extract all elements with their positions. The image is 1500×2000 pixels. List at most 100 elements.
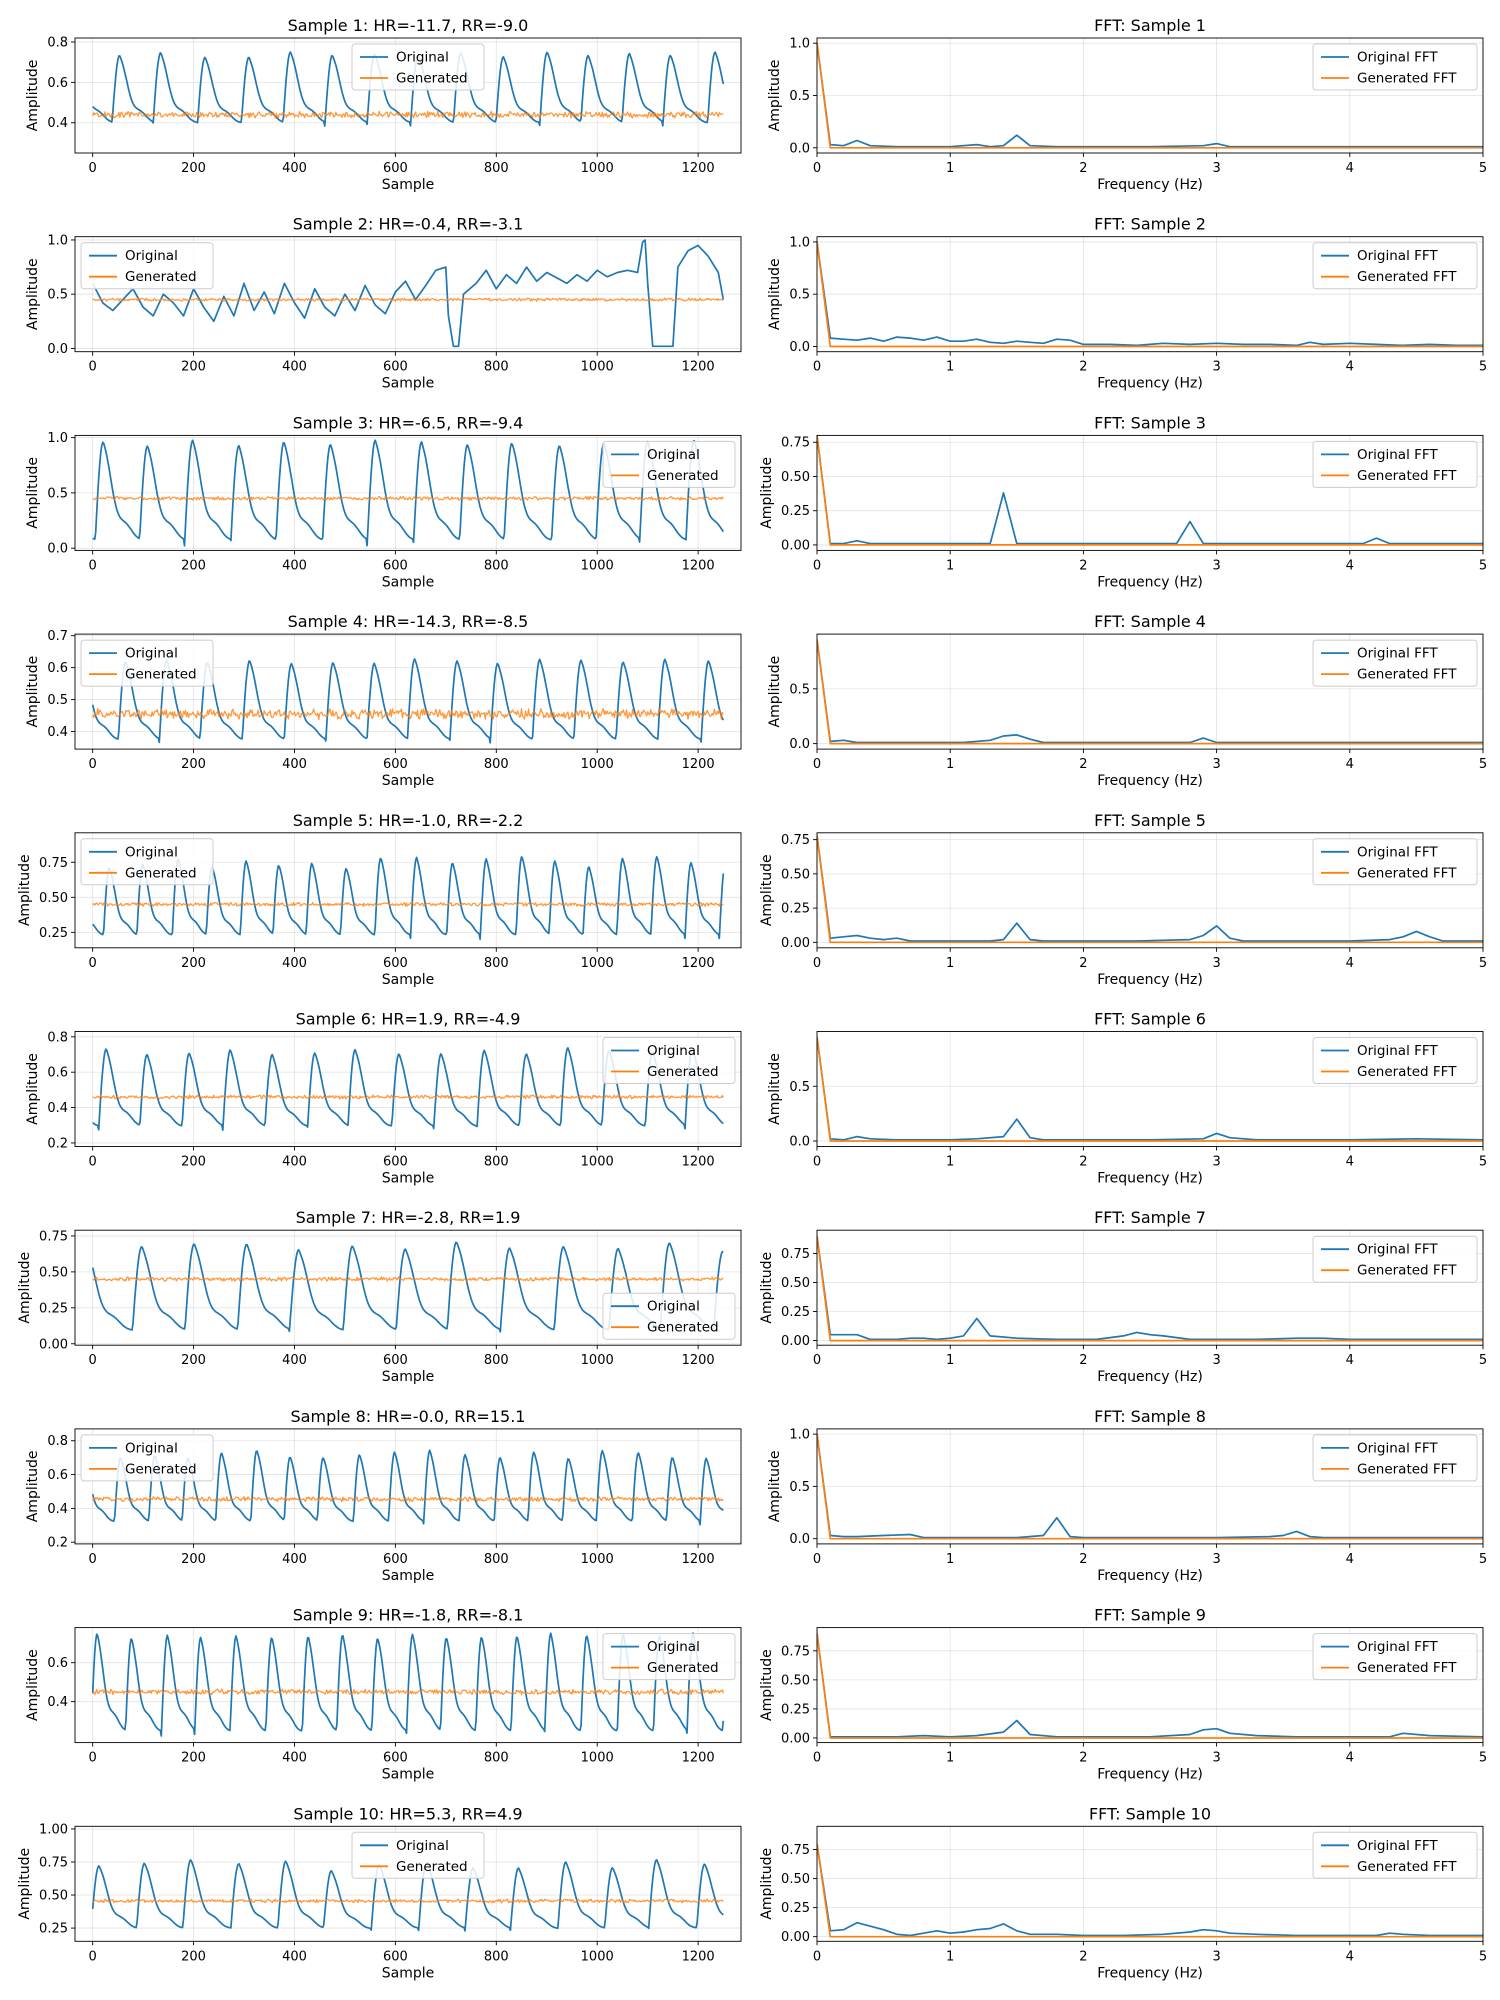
- x-tick-label: 3: [1212, 1751, 1220, 1766]
- legend-label: Original FFT: [1357, 1242, 1438, 1258]
- x-tick-label: 800: [484, 757, 509, 772]
- y-tick-label: 0.2: [47, 1536, 68, 1551]
- x-tick-label: 4: [1346, 558, 1354, 573]
- y-tick-label: 0.4: [47, 1695, 68, 1710]
- series-line-generated-fft: [817, 1036, 1483, 1142]
- subplot-title: Sample 4: HR=-14.3, RR=-8.5: [288, 612, 529, 631]
- x-tick-label: 0: [89, 161, 97, 176]
- x-tick-label: 400: [282, 360, 307, 375]
- series-line-original: [91, 239, 725, 348]
- x-tick-label: 400: [282, 1751, 307, 1766]
- y-axis-label: Amplitude: [759, 1252, 775, 1324]
- legend-label: Generated FFT: [1357, 1660, 1457, 1676]
- legend-label: Original: [125, 844, 178, 860]
- x-tick-label: 5: [1479, 360, 1487, 375]
- subplot-title: FFT: Sample 4: [1094, 612, 1206, 631]
- x-tick-label: 3: [1212, 956, 1220, 971]
- y-tick-label: 0.8: [47, 36, 68, 51]
- legend-box: [1312, 43, 1478, 91]
- x-tick-label: 800: [484, 956, 509, 971]
- x-tick-label: 200: [181, 1552, 206, 1567]
- x-tick-label: 3: [1212, 360, 1220, 375]
- series-line-generated: [92, 1094, 724, 1100]
- x-tick-label: 400: [282, 956, 307, 971]
- y-tick-label: 0.5: [47, 693, 68, 708]
- x-tick-label: 400: [282, 558, 307, 573]
- y-tick-label: 0.0: [789, 141, 810, 156]
- series-line-generated-fft: [817, 43, 1483, 149]
- x-tick-label: 200: [181, 558, 206, 573]
- y-axis-label: Amplitude: [25, 1451, 41, 1523]
- axes-frame: [74, 1229, 742, 1346]
- series-line-generated-fft: [817, 835, 1483, 944]
- subplot-title: FFT: Sample 1: [1094, 16, 1206, 35]
- x-axis-label: Sample: [382, 376, 435, 392]
- series-line-generated-fft: [817, 1433, 1483, 1540]
- axes-frame: [816, 832, 1484, 949]
- legend-label: Generated FFT: [1357, 1064, 1457, 1080]
- y-axis-label: Amplitude: [759, 854, 775, 926]
- legend-label: Original: [125, 248, 178, 264]
- series-line-generated: [92, 1688, 724, 1696]
- x-tick-label: 5: [1479, 1155, 1487, 1170]
- subplot-title: Sample 3: HR=-6.5, RR=-9.4: [293, 413, 524, 432]
- y-tick-label: 0.0: [47, 342, 68, 357]
- series-line-generated: [92, 110, 724, 119]
- x-tick-label: 2: [1079, 1155, 1087, 1170]
- legend-label: Generated: [396, 71, 468, 87]
- series-line-generated: [92, 1496, 724, 1503]
- y-axis-label: Amplitude: [767, 656, 783, 728]
- x-tick-label: 4: [1346, 360, 1354, 375]
- x-tick-label: 1: [946, 757, 954, 772]
- subplot-title: FFT: Sample 6: [1094, 1010, 1206, 1029]
- axes-frame: [74, 1031, 742, 1147]
- x-tick-label: 0: [89, 558, 97, 573]
- x-tick-label: 1200: [682, 956, 715, 971]
- x-axis-label: Frequency (Hz): [1097, 1171, 1203, 1187]
- y-tick-label: 0.50: [781, 1872, 810, 1887]
- legend-box: [1312, 1434, 1478, 1482]
- x-tick-label: 200: [181, 360, 206, 375]
- y-tick-label: 0.4: [47, 1502, 68, 1517]
- legend-label: Generated: [647, 468, 719, 484]
- x-tick-label: 200: [181, 161, 206, 176]
- y-tick-label: 0.00: [39, 1337, 68, 1352]
- x-tick-label: 800: [484, 1552, 509, 1567]
- x-tick-label: 400: [282, 1552, 307, 1567]
- legend-label: Generated: [647, 1064, 719, 1080]
- grid: [75, 634, 741, 750]
- legend-label: Generated: [125, 865, 197, 881]
- x-tick-label: 200: [181, 1353, 206, 1368]
- axes-frame: [74, 37, 742, 154]
- x-tick-label: 0: [89, 1353, 97, 1368]
- y-axis-label: Amplitude: [25, 60, 41, 132]
- y-tick-label: 0.25: [781, 902, 810, 917]
- series-line-original: [91, 1241, 724, 1333]
- y-tick-label: 0.25: [781, 1305, 810, 1320]
- x-tick-label: 3: [1212, 1552, 1220, 1567]
- legend-label: Original: [647, 1043, 700, 1059]
- series-line-original-fft: [817, 1036, 1483, 1141]
- y-axis-label: Amplitude: [767, 258, 783, 330]
- series-line-original: [91, 1632, 725, 1737]
- x-tick-label: 600: [383, 1949, 408, 1964]
- y-tick-label: 0.75: [39, 1855, 68, 1870]
- x-tick-label: 2: [1079, 1353, 1087, 1368]
- y-tick-label: 0.25: [39, 1301, 68, 1316]
- x-tick-label: 800: [484, 558, 509, 573]
- legend-label: Generated FFT: [1357, 468, 1457, 484]
- y-tick-label: 0.0: [789, 1532, 810, 1547]
- x-axis-label: Sample: [382, 1568, 435, 1584]
- subplot-title: FFT: Sample 8: [1094, 1407, 1206, 1426]
- legend-label: Original: [125, 1440, 178, 1456]
